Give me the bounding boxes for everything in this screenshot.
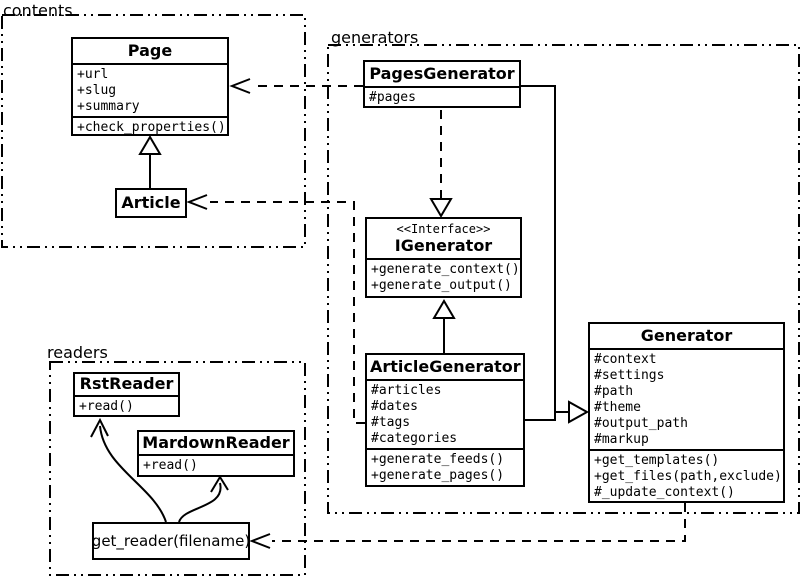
edge-pagesgenerator-to-generator [521,85,569,413]
package-border-contents [1,14,306,248]
class-title: IGenerator [367,236,520,260]
class-stereotype: <<Interface>> [396,222,491,236]
edge-articlegenerator-to-article [210,201,365,424]
package-label-generators: generators [331,28,419,47]
attributes-compartment: +url +slug +summary [73,65,227,118]
attribute-row: +slug [77,83,117,98]
edge-getreader-to-markdownreader [178,482,222,523]
method-row: +generate_feeds() [371,452,505,467]
class-title: RstReader [75,374,178,397]
edge-articlegenerator-to-generator [525,412,556,421]
attribute-row: #output_path [594,416,688,431]
method-row: +check_properties() [77,120,226,134]
package-label-contents: contents [3,1,73,20]
class-box-article: Article [115,188,187,218]
attribute-row: #articles [371,383,442,398]
class-title: Page [73,39,227,65]
attribute-row: #markup [594,432,649,447]
class-box-markdownreader: MardownReader +read() [137,430,295,477]
arrowhead-open-markdownreader [210,475,229,493]
class-box-igenerator: <<Interface>> IGenerator +generate_conte… [365,217,522,298]
attribute-row: #path [594,384,634,399]
arrowhead-triangle-igenerator-top [429,198,453,218]
attribute-row: #tags [371,415,411,430]
methods-compartment: +generate_context() +generate_output() [367,260,520,296]
arrowhead-open-article [186,194,208,210]
class-box-pagesgenerator: PagesGenerator #pages [363,60,521,108]
class-box-generator: Generator #context #settings #path #them… [588,322,785,503]
methods-compartment: +check_properties() [73,118,227,134]
arrowhead-open-page [229,78,251,94]
function-box-get-reader: get_reader(filename) [92,522,250,560]
class-title: ArticleGenerator [367,355,523,381]
class-title: PagesGenerator [365,62,519,88]
method-row: +get_files(path,exclude) [594,469,782,484]
attribute-row: #context [594,352,657,367]
methods-compartment: +read() [75,397,178,415]
arrowhead-triangle-page [138,135,162,155]
class-box-page: Page +url +slug +summary +check_properti… [71,37,229,136]
arrowhead-open-getreader [249,533,271,549]
attributes-compartment: #pages [365,88,519,106]
arrowhead-triangle-igenerator-bottom [432,299,456,319]
package-border-readers [49,361,306,576]
edge-generator-to-getreader [272,503,686,542]
class-title: Generator [590,324,783,350]
methods-compartment: +read() [139,456,293,475]
method-row: +generate_context() [371,262,520,277]
method-row: +get_templates() [594,453,720,468]
class-box-rstreader: RstReader +read() [73,372,180,417]
attribute-row: #pages [369,90,416,105]
attributes-compartment: #context #settings #path #theme #output_… [590,350,783,451]
package-label-readers: readers [47,343,108,362]
attribute-row: #settings [594,368,665,383]
attribute-row: #theme [594,400,641,415]
methods-compartment: +get_templates() +get_files(path,exclude… [590,451,783,501]
method-row: #_update_context() [594,485,735,500]
attributes-compartment: #articles #dates #tags #categories [367,381,523,450]
attribute-row: +url [77,67,109,82]
method-row: +read() [143,458,198,473]
attribute-row: #categories [371,431,458,446]
method-row: +generate_output() [371,278,512,293]
attribute-row: +summary [77,99,140,114]
method-row: +generate_pages() [371,468,505,483]
attribute-row: #dates [371,399,418,414]
methods-compartment: +generate_feeds() +generate_pages() [367,450,523,485]
edge-getreader-to-rstreader [99,425,167,523]
arrowhead-open-rstreader [90,417,109,438]
package-border-generators [327,44,800,514]
arrowhead-triangle-generator [568,400,590,424]
method-row: +read() [79,399,134,414]
class-box-articlegenerator: ArticleGenerator #articles #dates #tags … [365,353,525,487]
class-title: Article [121,193,181,212]
class-title: MardownReader [139,432,293,456]
